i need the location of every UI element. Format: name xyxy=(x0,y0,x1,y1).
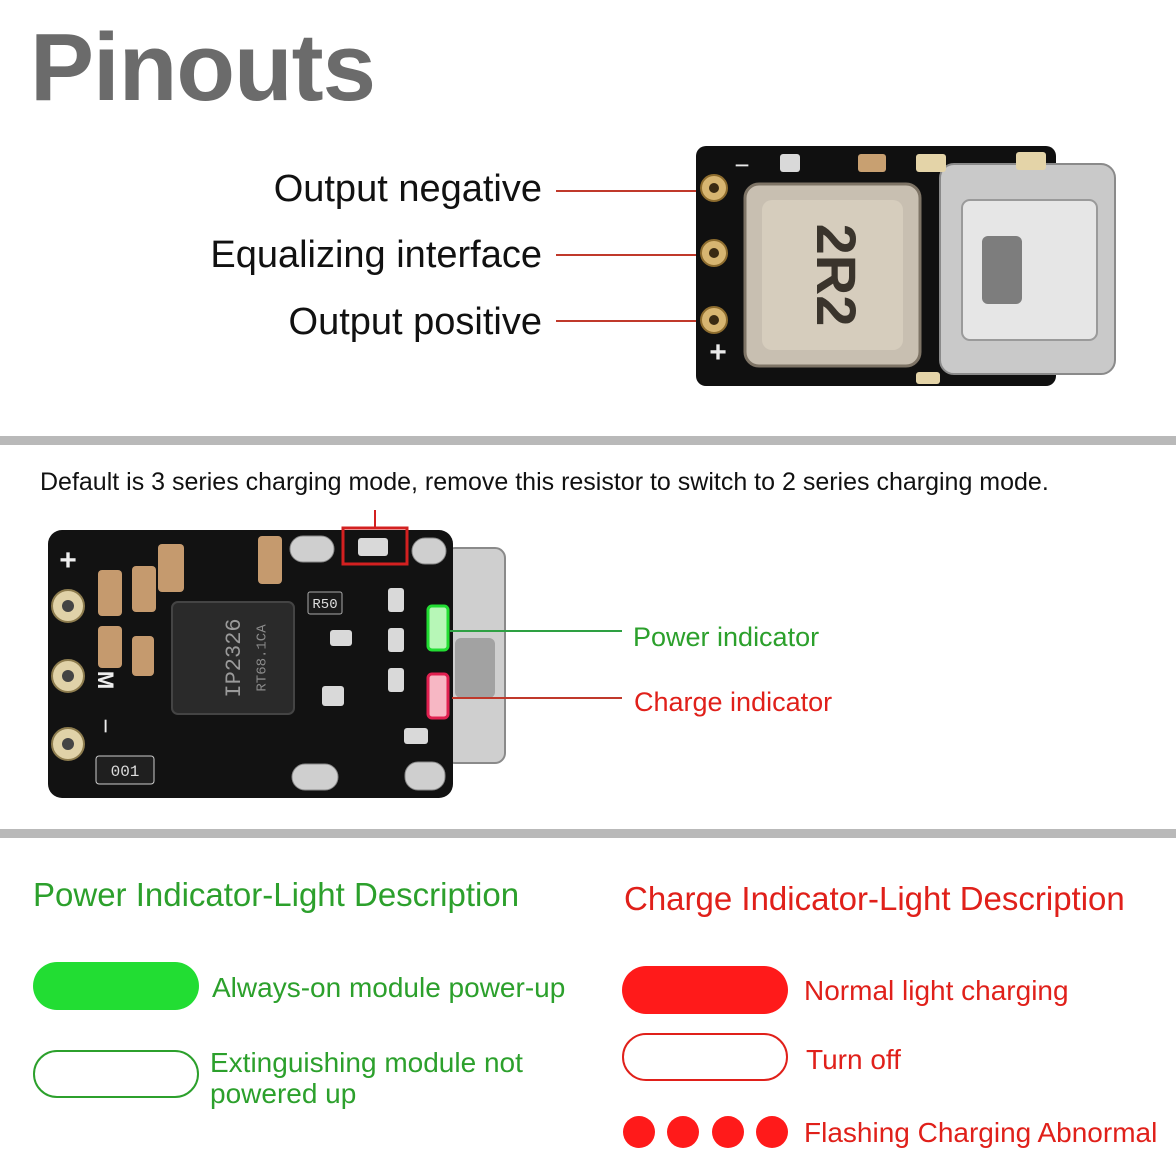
board-bottom-view: IP2326 RT68.1CA R50 001 + M − xyxy=(48,510,506,798)
power-off-text: Extinguishing module not powered up xyxy=(210,1047,523,1110)
charge-on-text: Normal light charging xyxy=(804,975,1069,1006)
resistor-highlight-box xyxy=(341,526,409,566)
plus-mark: + xyxy=(709,336,727,369)
ip2326-chip xyxy=(171,601,295,715)
pin-label-equalizing-interface: Equalizing interface xyxy=(210,234,542,276)
charge-indicator-label: Charge indicator xyxy=(634,687,833,717)
charge-off-text: Turn off xyxy=(806,1044,901,1075)
section-divider-1 xyxy=(0,436,1176,445)
bottom-m-mark: M xyxy=(93,671,118,689)
chip-marking-line2: RT68.1CA xyxy=(255,624,271,692)
charge-indicator-line xyxy=(452,697,622,699)
charge-flash-dot-1 xyxy=(623,1116,655,1148)
page-title: Pinouts xyxy=(30,14,376,121)
mode-resistor xyxy=(358,538,388,556)
board-top-view: 2R2 − + xyxy=(696,146,1116,386)
power-led xyxy=(426,604,450,652)
shunt-marking: 001 xyxy=(111,763,140,781)
charge-legend-heading: Charge Indicator-Light Description xyxy=(624,880,1125,917)
power-indicator-line xyxy=(450,630,622,632)
section-divider-2 xyxy=(0,829,1176,838)
power-off-swatch xyxy=(33,1050,199,1098)
power-indicator-label: Power indicator xyxy=(633,622,820,652)
bottom-plus-mark: + xyxy=(59,544,77,577)
charge-off-swatch xyxy=(622,1033,788,1081)
charge-flash-dot-4 xyxy=(756,1116,788,1148)
charge-flash-text: Flashing Charging Abnormal xyxy=(804,1117,1158,1148)
bottom-minus-mark: − xyxy=(91,718,121,733)
pin-label-output-negative: Output negative xyxy=(273,168,542,210)
resistor-note: Default is 3 series charging mode, remov… xyxy=(40,468,1049,496)
power-on-text: Always-on module power-up xyxy=(212,972,566,1003)
charge-flash-dot-2 xyxy=(667,1116,699,1148)
resistor-r50-marking: R50 xyxy=(312,597,337,613)
inductor-marking: 2R2 xyxy=(805,224,868,327)
power-on-swatch xyxy=(33,962,199,1010)
charge-flash-dot-3 xyxy=(712,1116,744,1148)
leader-line-equalizing-interface xyxy=(556,254,714,256)
charge-on-swatch xyxy=(622,966,788,1014)
charge-led xyxy=(426,672,450,720)
pin-label-output-positive: Output positive xyxy=(288,301,542,343)
chip-marking-line1: IP2326 xyxy=(222,618,247,697)
power-legend-heading: Power Indicator-Light Description xyxy=(33,876,520,913)
leader-line-output-positive xyxy=(556,320,714,322)
minus-mark: − xyxy=(734,150,749,180)
leader-line-output-negative xyxy=(556,190,714,192)
